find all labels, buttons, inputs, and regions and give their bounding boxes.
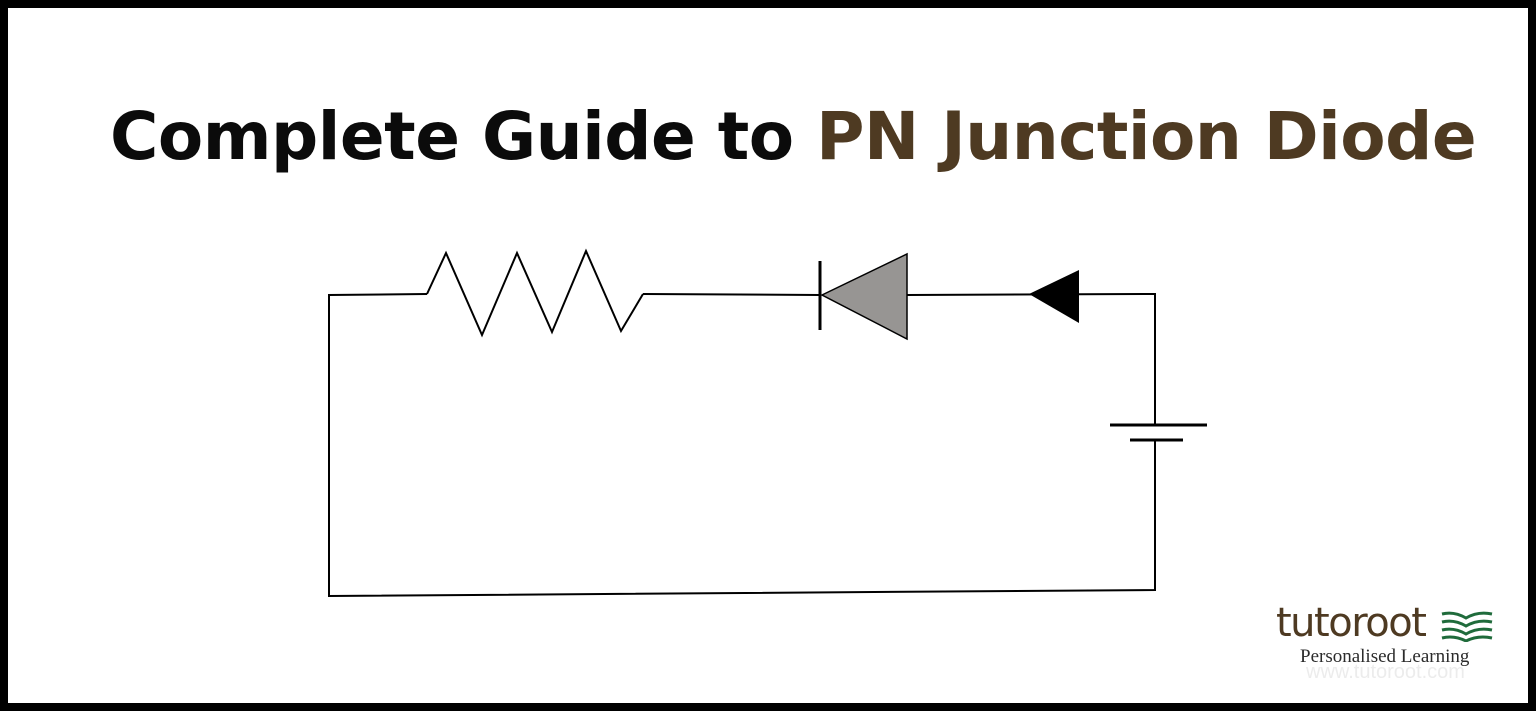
page-title: Complete Guide to PN Junction Diode <box>110 92 1477 182</box>
wire-top-right <box>906 292 1156 424</box>
open-book-icon <box>1441 611 1493 642</box>
tutoroot-logo: tutoroot Personalised Learning www.tutor… <box>1270 598 1510 688</box>
watermark-url: www.tutoroot.com <box>1306 661 1465 683</box>
logo-tagline: Personalised Learning <box>1300 646 1470 667</box>
wire-resistor-diode <box>642 293 821 296</box>
title-part-1: Complete Guide to <box>110 98 817 175</box>
logo-wordmark: tutoroot <box>1276 600 1427 646</box>
diode-triangle <box>820 252 908 341</box>
current-arrow-icon <box>1029 270 1079 323</box>
resistor <box>426 248 644 338</box>
title-part-2: PN Junction Diode <box>816 98 1477 175</box>
wire-left <box>328 293 1156 598</box>
